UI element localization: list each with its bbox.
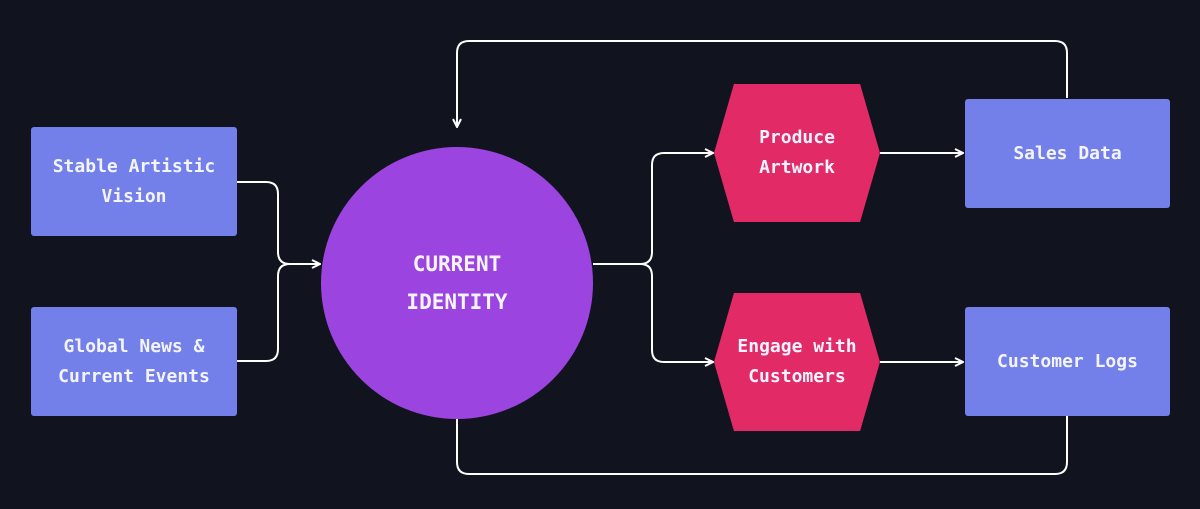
node-global-news: Global News & Current Events — [31, 307, 237, 416]
edge-sales-feedback — [457, 40, 1068, 126]
node-sales-data: Sales Data — [965, 99, 1170, 208]
node-produce-artwork: Produce Artwork — [714, 84, 880, 222]
node-engage-customers: Engage with Customers — [714, 293, 880, 431]
edge-logs-feedback — [457, 402, 1068, 475]
node-current-identity: CURRENT IDENTITY — [321, 147, 593, 419]
node-customer-logs: Customer Logs — [965, 307, 1170, 416]
edge-identity-to-produce — [593, 153, 712, 265]
edge-identity-to-engage — [639, 263, 712, 362]
edge-vision-to-identity — [237, 181, 319, 264]
node-stable-artistic-vision: Stable Artistic Vision — [31, 127, 237, 236]
edge-news-to-identity — [237, 263, 291, 362]
